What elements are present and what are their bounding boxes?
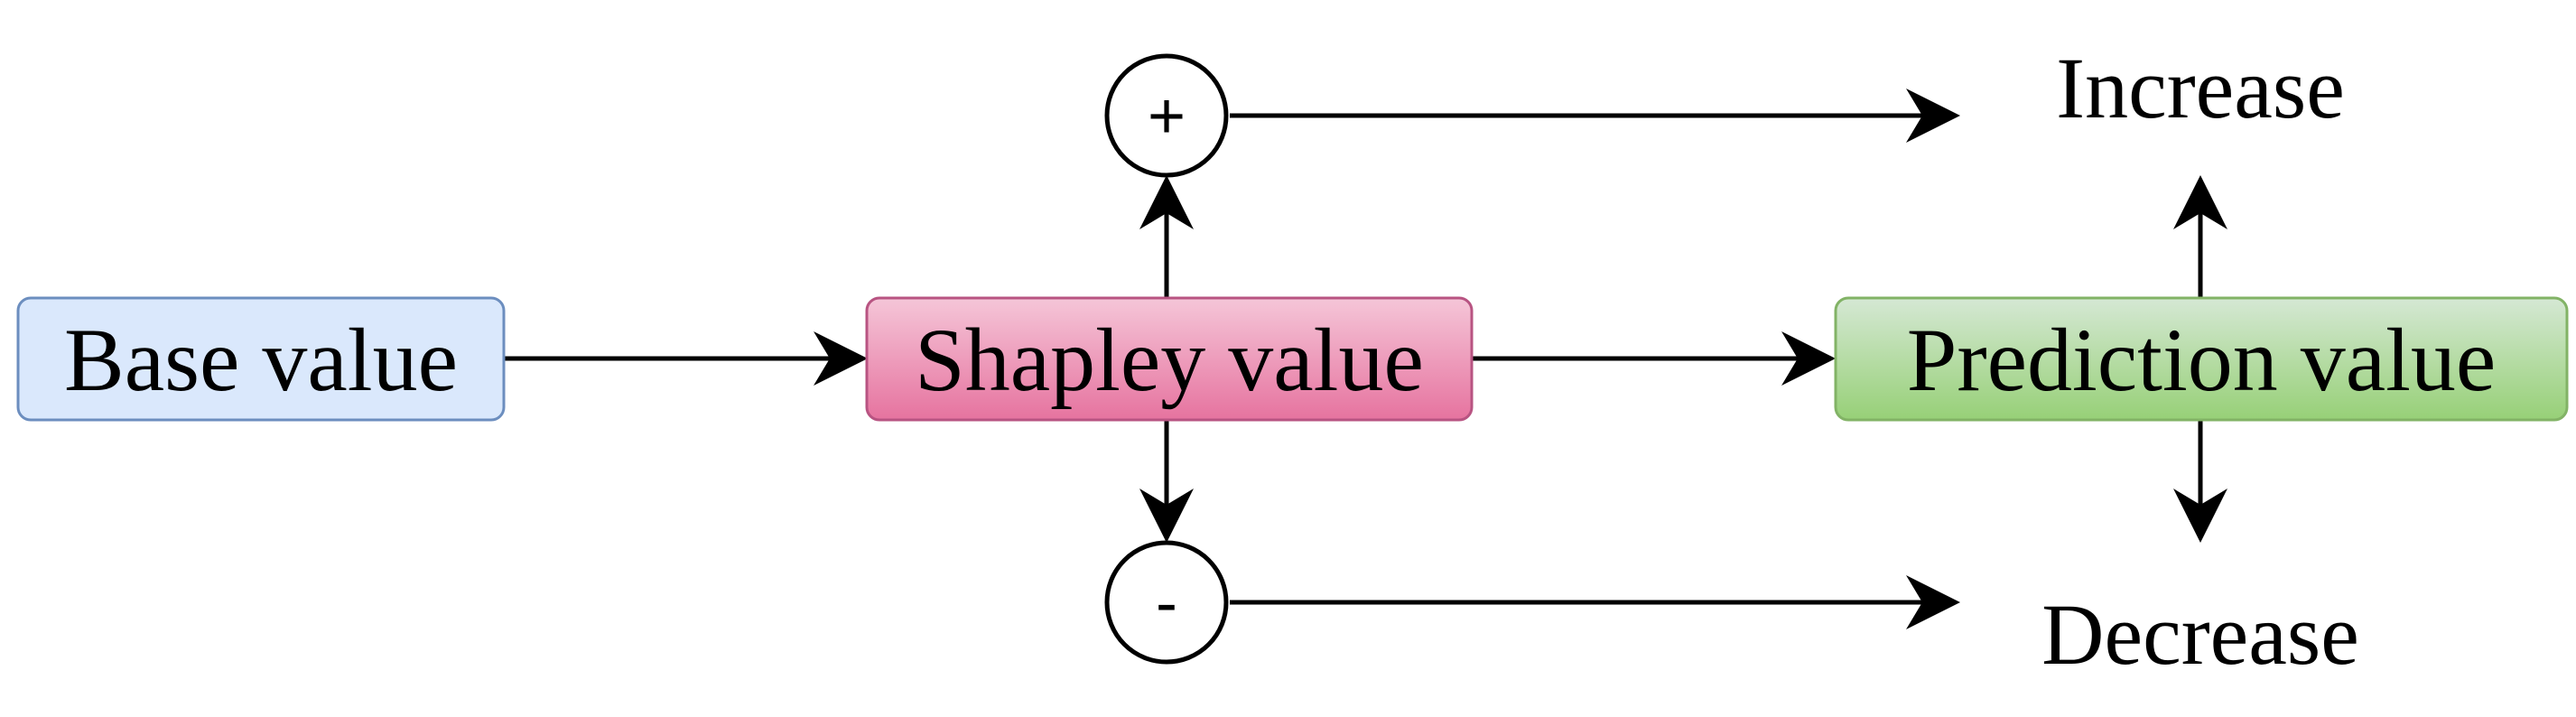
base-value-label: Base value xyxy=(64,310,458,410)
plus-icon: + xyxy=(1148,80,1186,153)
base-value-node: Base value xyxy=(16,296,506,422)
prediction-value-node: Prediction value xyxy=(1834,296,2569,422)
base-value-box xyxy=(16,296,506,422)
minus-sign-node: - xyxy=(1104,540,1229,665)
prediction-value-box xyxy=(1834,296,2569,422)
minus-circle xyxy=(1104,540,1229,665)
decrease-label: Decrease xyxy=(2041,586,2359,683)
shapley-value-label: Shapley value xyxy=(915,310,1424,410)
plus-circle xyxy=(1104,53,1229,178)
plus-sign-node: + xyxy=(1104,53,1229,178)
shapley-value-box xyxy=(865,296,1474,422)
minus-icon: - xyxy=(1156,567,1177,639)
prediction-value-label: Prediction value xyxy=(1907,310,2497,410)
increase-label: Increase xyxy=(2056,40,2345,136)
shapley-value-node: Shapley value xyxy=(865,296,1474,422)
